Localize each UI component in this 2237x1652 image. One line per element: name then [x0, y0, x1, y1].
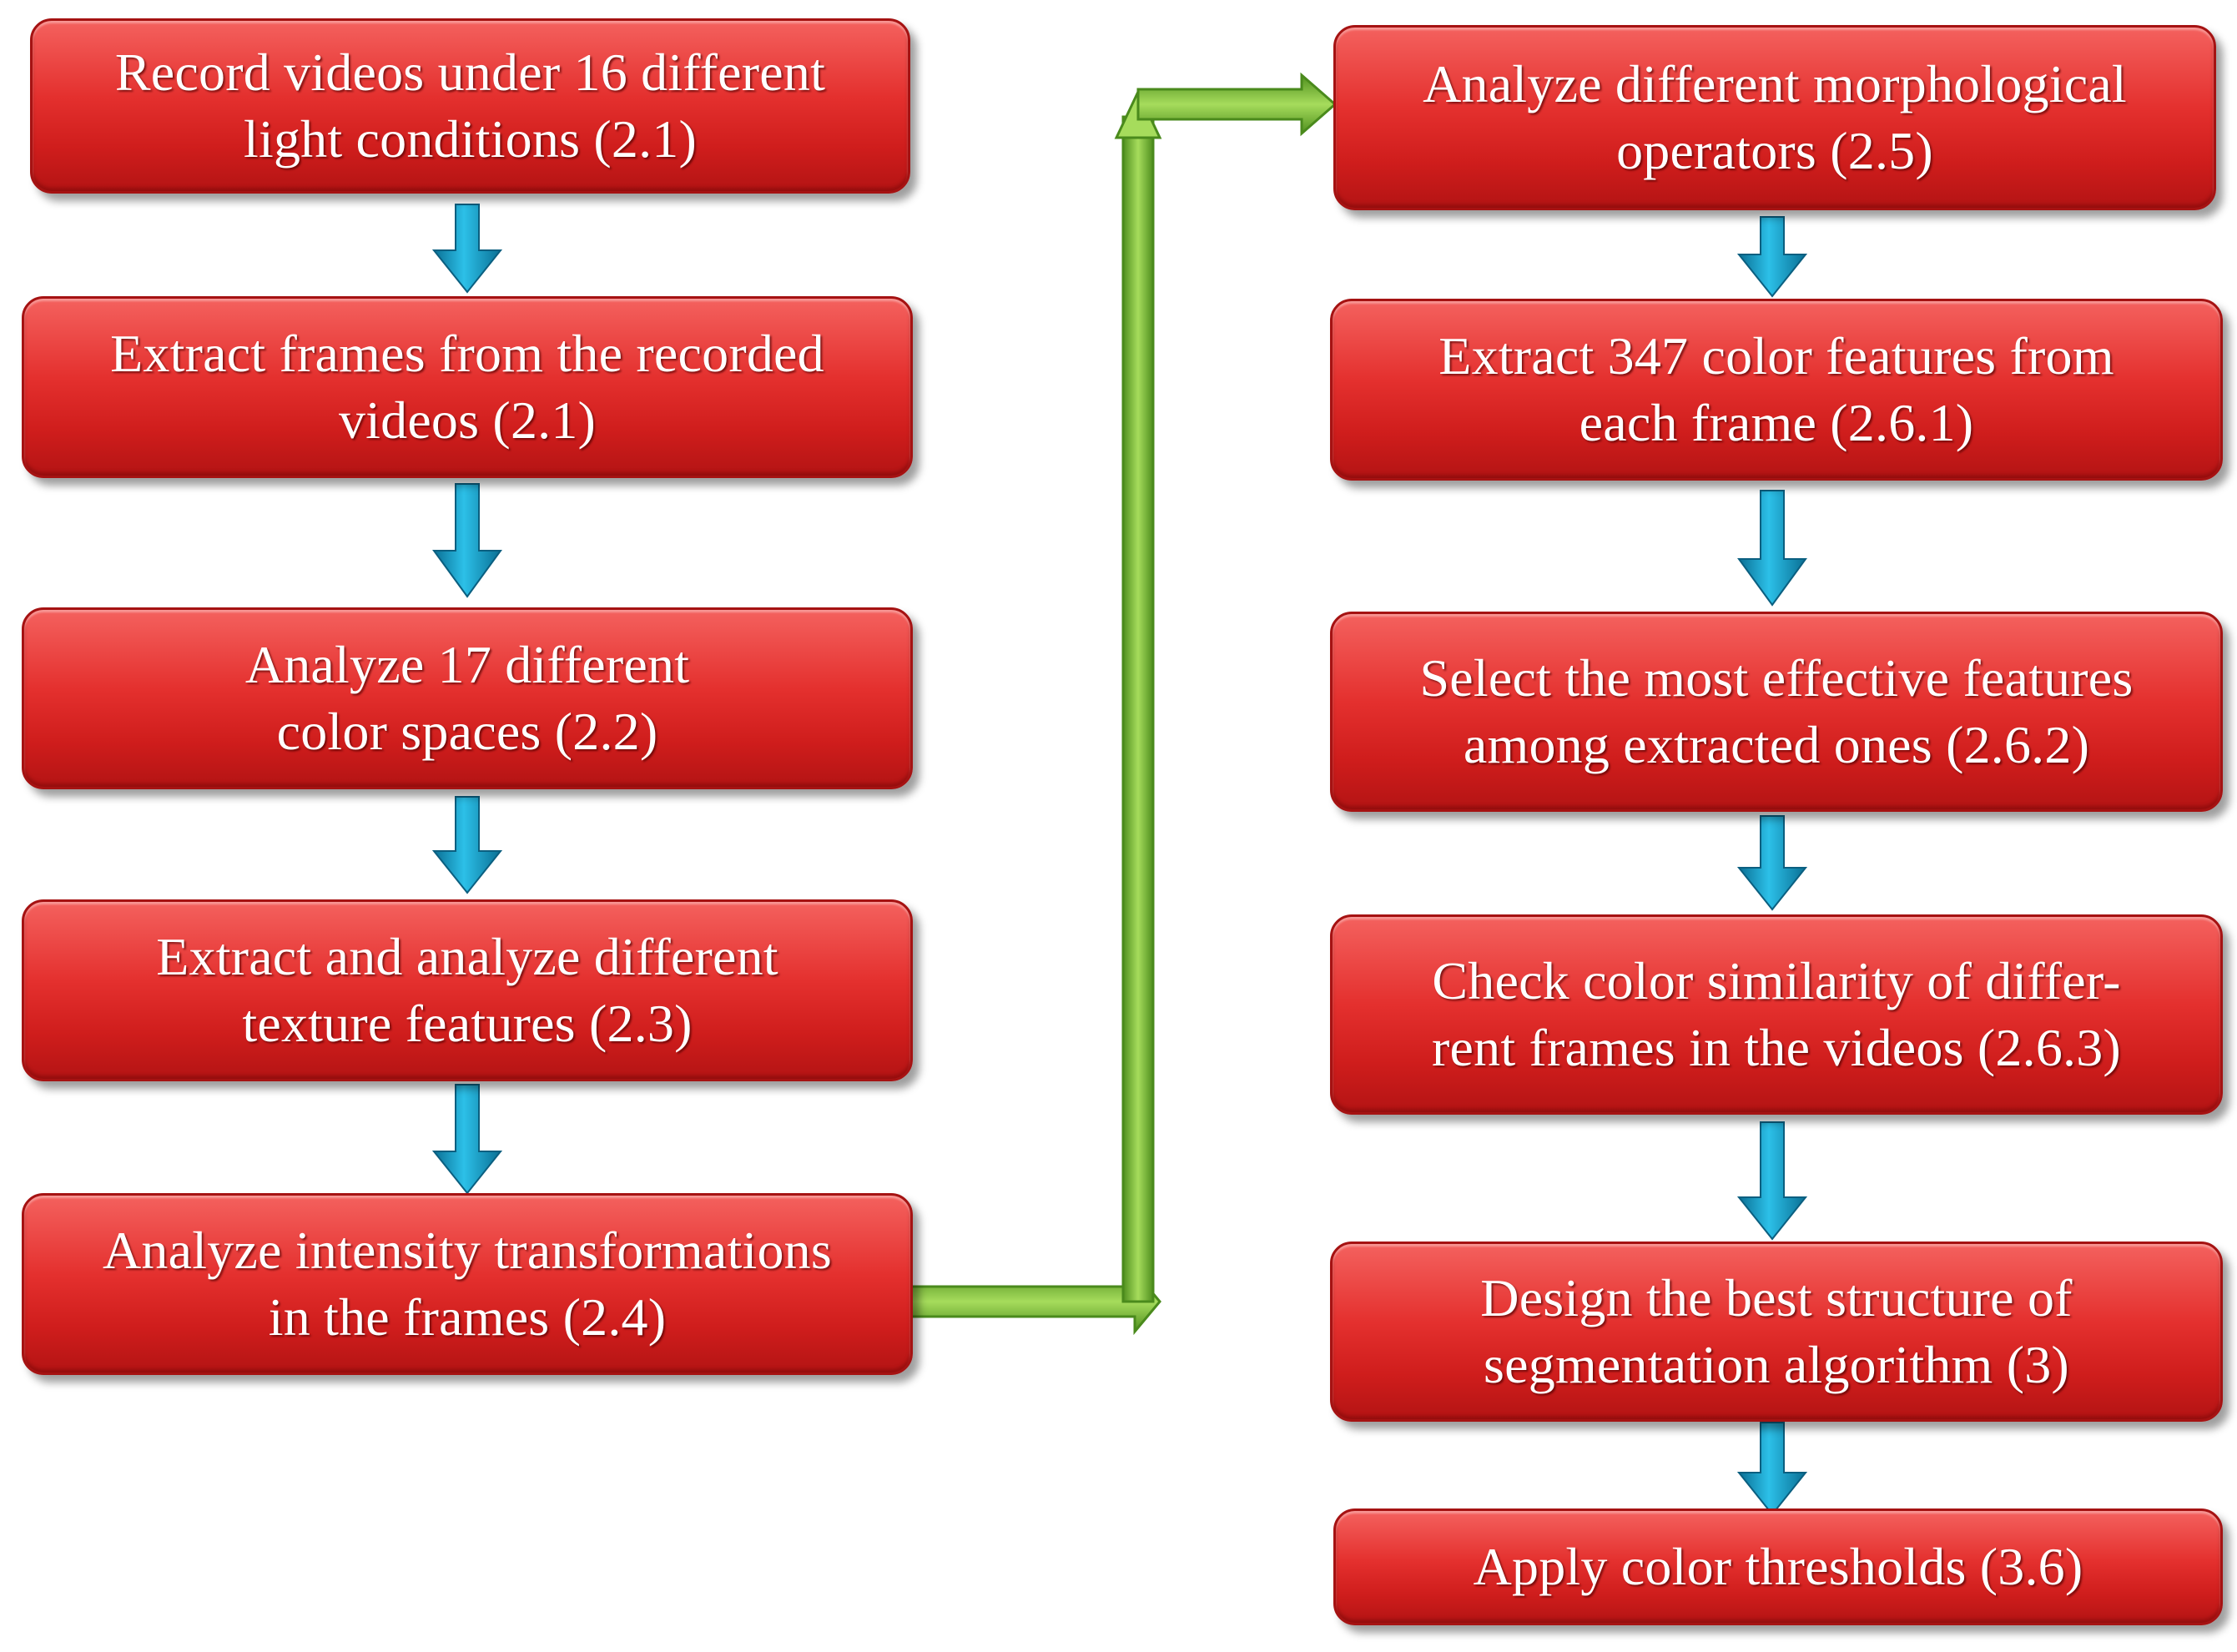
- step-label: Analyze different morphological operator…: [1423, 54, 2127, 180]
- step-segmentation-structure: Design the best structure of segmentatio…: [1330, 1242, 2223, 1422]
- arrow-texture-to-intensity: [431, 1084, 503, 1195]
- arrow-similarity-to-segmentation: [1736, 1121, 1808, 1241]
- step-select-features: Select the most effective features among…: [1330, 612, 2223, 812]
- step-label: Analyze 17 different color spaces (2.2): [244, 635, 690, 761]
- step-morphological-operators: Analyze different morphological operator…: [1333, 25, 2216, 210]
- step-color-spaces: Analyze 17 different color spaces (2.2): [22, 607, 913, 789]
- step-label: Apply color thresholds (3.6): [1473, 1537, 2083, 1596]
- arrow-morphological-to-color-features: [1736, 216, 1808, 298]
- step-label: Check color similarity of differ- rent f…: [1432, 951, 2121, 1077]
- step-label: Extract frames from the recorded videos …: [110, 324, 824, 450]
- step-extract-frames: Extract frames from the recorded videos …: [22, 296, 913, 478]
- step-label: Extract 347 color features from each fra…: [1438, 326, 2114, 452]
- step-intensity-transformations: Analyze intensity transformations in the…: [22, 1193, 913, 1375]
- arrow-color-features-to-select: [1737, 490, 1807, 607]
- step-color-similarity: Check color similarity of differ- rent f…: [1330, 914, 2223, 1115]
- step-record-videos: Record videos under 16 different light c…: [30, 18, 910, 194]
- step-color-features: Extract 347 color features from each fra…: [1330, 299, 2223, 481]
- connector-left-to-right-column: [904, 72, 1338, 1336]
- step-texture-features: Extract and analyze different texture fe…: [22, 899, 913, 1081]
- step-label: Record videos under 16 different light c…: [114, 43, 826, 169]
- arrow-segmentation-to-thresholds: [1736, 1422, 1808, 1516]
- step-label: Design the best structure of segmentatio…: [1480, 1268, 2073, 1394]
- arrow-extract-frames-to-color-spaces: [432, 483, 502, 598]
- arrow-select-to-similarity: [1736, 815, 1808, 911]
- step-label: Select the most effective features among…: [1419, 648, 2134, 774]
- step-label: Extract and analyze different texture fe…: [156, 927, 778, 1053]
- arrow-color-spaces-to-texture: [431, 796, 503, 894]
- arrow-record-to-extract-frames: [431, 204, 503, 294]
- step-label: Analyze intensity transformations in the…: [103, 1221, 832, 1347]
- step-color-thresholds: Apply color thresholds (3.6): [1333, 1508, 2223, 1625]
